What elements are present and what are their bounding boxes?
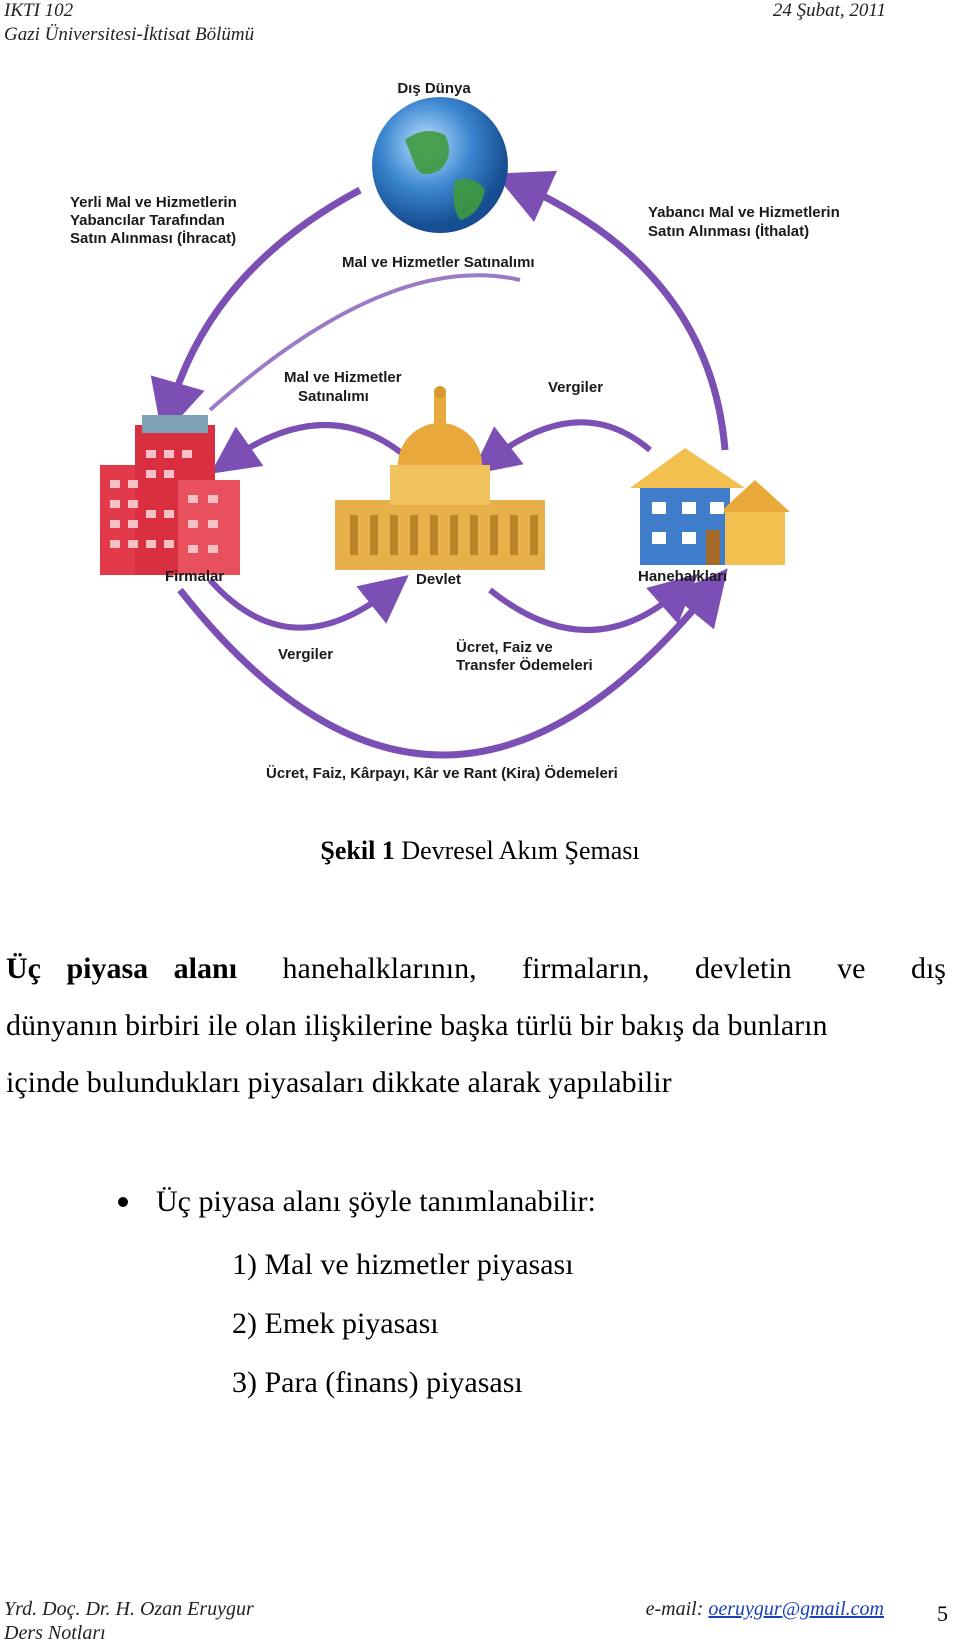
header-date: 24 Şubat, 2011 bbox=[772, 0, 886, 21]
label-mal-hizmet-top: Mal ve Hizmetler Satınalımı bbox=[342, 254, 535, 271]
footer-notes: Ders Notları bbox=[4, 1622, 106, 1644]
caption-number: Şekil 1 bbox=[320, 836, 395, 865]
bullet-item: Üç piyasa alanı şöyle tanımlanabilir: bbox=[118, 1185, 596, 1219]
arrow-export bbox=[150, 186, 362, 437]
paragraph-word: hanehalklarının, bbox=[282, 952, 477, 985]
paragraph-line-1: Üç piyasa alanı hanehalklarının, firmala… bbox=[6, 940, 946, 997]
figure-caption: Şekil 1 Devresel Akım Şeması bbox=[0, 836, 960, 866]
label-transfer-2: Transfer Ödemeleri bbox=[456, 657, 593, 674]
paragraph-word: dış bbox=[910, 952, 946, 985]
paragraph-word: ve bbox=[837, 952, 866, 985]
globe-icon bbox=[372, 97, 508, 233]
department-name: Gazi Üniversitesi-İktisat Bölümü bbox=[4, 24, 255, 45]
arrow-transfer bbox=[488, 574, 698, 633]
email-label: e-mail: bbox=[645, 1598, 704, 1620]
label-bottom-flow: Ücret, Faiz, Kârpayı, Kâr ve Rant (Kira)… bbox=[266, 765, 618, 782]
arrow-mal-hizmet-top bbox=[208, 273, 521, 412]
label-mal-hizmet-gov-1: Mal ve Hizmetler bbox=[284, 369, 402, 386]
label-ihracat-1: Yerli Mal ve Hizmetlerin bbox=[70, 194, 237, 211]
caption-text: Devresel Akım Şeması bbox=[401, 836, 640, 865]
label-mal-hizmet-gov-2: Satınalımı bbox=[298, 388, 369, 405]
arrow-tax-firm bbox=[207, 575, 409, 631]
label-firmalar: Firmalar bbox=[165, 568, 224, 585]
label-dis-dunya: Dış Dünya bbox=[397, 80, 471, 97]
list-item: 3) Para (finans) piyasası bbox=[232, 1366, 523, 1399]
course-code: IKTI 102 bbox=[4, 0, 74, 21]
label-transfer-1: Ücret, Faiz ve bbox=[456, 639, 553, 656]
paragraph-line-2: dünyanın birbiri ile olan ilişkilerine b… bbox=[6, 1009, 828, 1042]
government-building-icon bbox=[335, 386, 545, 570]
arrow-import bbox=[494, 170, 729, 451]
market-list: 1) Mal ve hizmetler piyasası 2) Emek piy… bbox=[232, 1235, 574, 1412]
paragraph-line-3: içinde bulundukları piyasaları dikkate a… bbox=[6, 1066, 672, 1099]
paragraph-word: firmaların, bbox=[522, 952, 650, 985]
paragraph-bold-term: Üç piyasa alanı bbox=[6, 952, 238, 985]
label-ithalat-2: Satın Alınması (İthalat) bbox=[648, 223, 809, 240]
paragraph-word: devletin bbox=[695, 952, 792, 985]
arrow-tax-household bbox=[471, 419, 652, 475]
footer-email: e-mail: oeruygur@gmail.com bbox=[646, 1598, 884, 1621]
house-icon bbox=[630, 448, 790, 565]
label-devlet: Devlet bbox=[416, 571, 461, 588]
label-vergiler-bottom: Vergiler bbox=[278, 646, 333, 663]
label-ihracat-2: Yabancılar Tarafından bbox=[70, 212, 225, 229]
list-item: 2) Emek piyasası bbox=[232, 1307, 439, 1340]
page-number: 5 bbox=[937, 1601, 948, 1626]
body-paragraph: Üç piyasa alanı hanehalklarının, firmala… bbox=[6, 940, 946, 1111]
arrow-gov-purchase bbox=[210, 422, 412, 474]
footer-author: Yrd. Doç. Dr. H. Ozan Eruygur bbox=[4, 1598, 254, 1620]
firm-building-icon bbox=[100, 415, 240, 575]
list-item: 1) Mal ve hizmetler piyasası bbox=[232, 1248, 574, 1281]
label-hanehalklari: Hanehalkları bbox=[638, 568, 727, 585]
label-ithalat-1: Yabancı Mal ve Hizmetlerin bbox=[648, 204, 840, 221]
bullet-icon bbox=[118, 1197, 128, 1207]
label-ihracat-3: Satın Alınması (İhracat) bbox=[70, 230, 236, 247]
label-vergiler-top: Vergiler bbox=[548, 379, 603, 396]
arrow-bottom-flow bbox=[177, 568, 728, 759]
email-link[interactable]: oeruygur@gmail.com bbox=[708, 1598, 884, 1620]
bullet-text: Üç piyasa alanı şöyle tanımlanabilir: bbox=[156, 1185, 596, 1218]
circular-flow-diagram: Dış Dünya Yerli Mal ve Hizmetlerin Yaban… bbox=[70, 80, 840, 782]
